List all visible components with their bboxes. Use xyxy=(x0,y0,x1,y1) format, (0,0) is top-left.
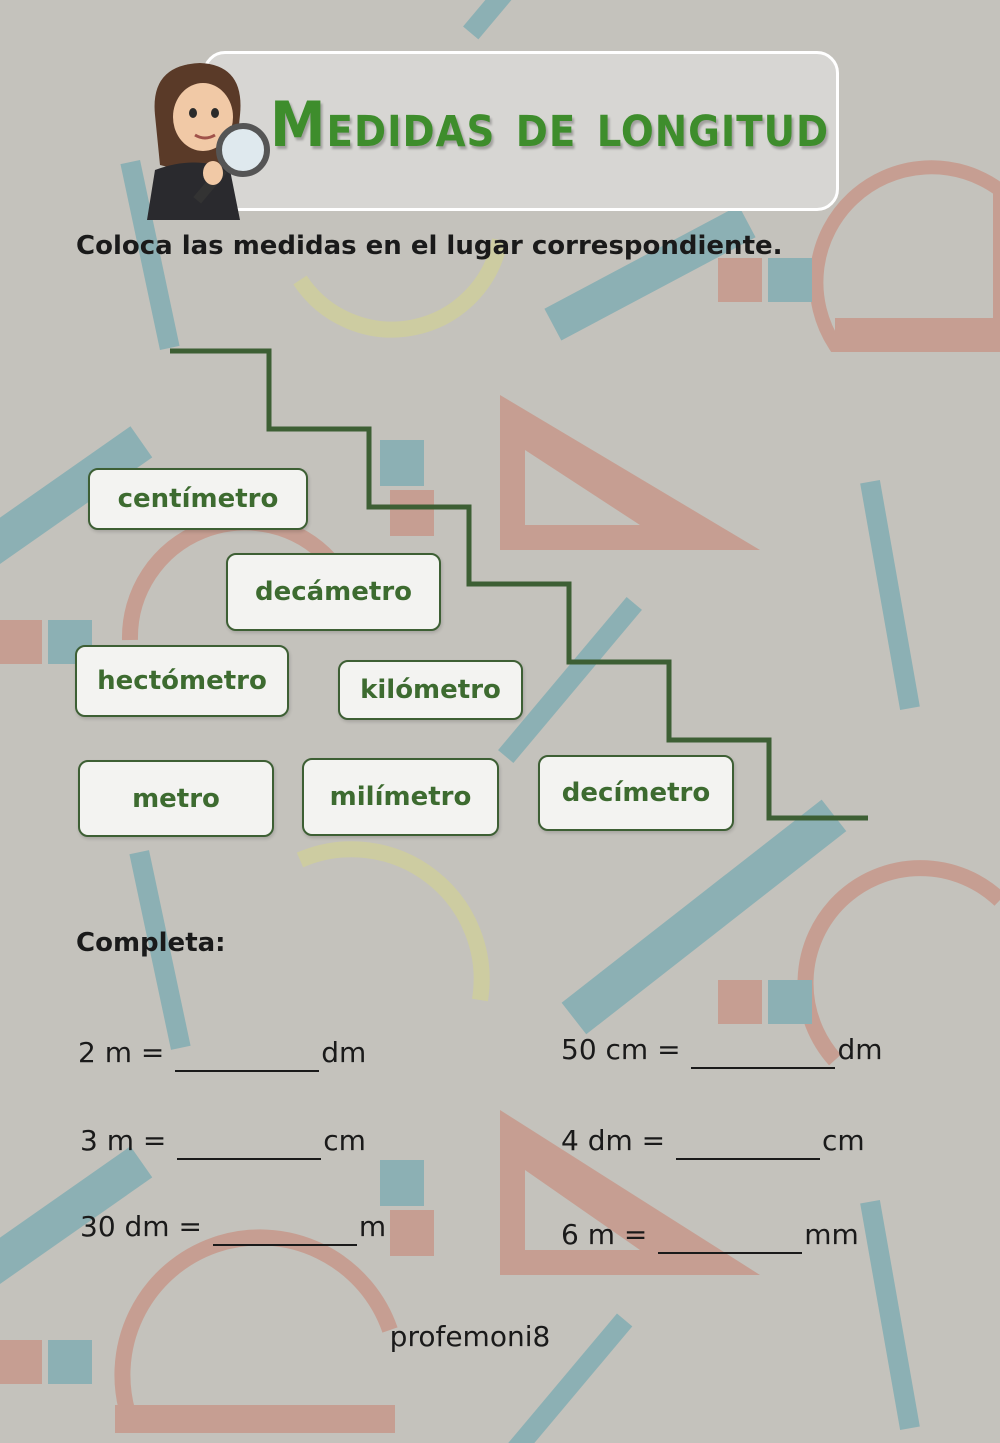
protractor-icon xyxy=(293,238,508,338)
exercise-left: 50 cm = xyxy=(561,1033,681,1066)
exercise-6: 6 m = mm xyxy=(561,1218,859,1254)
exercise-left: 2 m = xyxy=(78,1036,165,1069)
exercise-left: 30 dm = xyxy=(80,1210,202,1243)
eraser-icon xyxy=(380,440,424,486)
eraser-icon xyxy=(768,980,812,1024)
protractor-icon xyxy=(809,160,1000,352)
exercise-left: 6 m = xyxy=(561,1218,648,1251)
answer-field[interactable] xyxy=(177,1126,322,1160)
word-card-decametro[interactable]: decámetro xyxy=(226,553,441,631)
exercise-left: 4 dm = xyxy=(561,1124,666,1157)
eraser-icon xyxy=(718,980,762,1024)
eraser-icon xyxy=(768,258,812,302)
complete-section-title: Completa: xyxy=(76,928,226,958)
eraser-icon xyxy=(718,258,762,302)
eraser-icon xyxy=(390,1210,434,1256)
word-card-hectometro[interactable]: hectómetro xyxy=(75,645,289,717)
pencil-icon xyxy=(129,850,191,1050)
exercise-3: 3 m = cm xyxy=(80,1124,366,1160)
word-card-decimetro[interactable]: decímetro xyxy=(538,755,734,831)
pencil-icon xyxy=(860,480,920,710)
eraser-icon xyxy=(390,490,434,536)
exercise-2: 50 cm = dm xyxy=(561,1033,883,1069)
author-credit: profemoni8 xyxy=(389,1320,551,1353)
page-title: Medidas de longitud xyxy=(270,88,830,161)
eraser-icon xyxy=(0,620,42,664)
answer-field[interactable] xyxy=(175,1038,320,1072)
eraser-icon xyxy=(0,1340,42,1384)
exercise-left: 3 m = xyxy=(80,1124,167,1157)
word-card-milimetro[interactable]: milímetro xyxy=(302,758,499,836)
exercise-unit: dm xyxy=(321,1036,367,1069)
pencil-icon xyxy=(120,159,180,351)
exercise-5: 30 dm = m xyxy=(80,1210,386,1246)
pencil-icon xyxy=(860,1200,920,1430)
exercise-4: 4 dm = cm xyxy=(561,1124,865,1160)
protractor-icon xyxy=(797,860,1000,1066)
protractor-icon xyxy=(296,841,490,1002)
answer-field[interactable] xyxy=(676,1126,821,1160)
answer-field[interactable] xyxy=(691,1035,836,1069)
ruler-icon xyxy=(544,205,756,341)
pencil-icon xyxy=(463,0,517,40)
word-card-metro[interactable]: metro xyxy=(78,760,274,837)
exercise-unit: dm xyxy=(837,1033,883,1066)
exercise-unit: m xyxy=(358,1210,387,1243)
girl-with-magnifier-avatar xyxy=(147,63,270,220)
word-card-centimetro[interactable]: centímetro xyxy=(88,468,308,530)
exercise-unit: cm xyxy=(323,1124,366,1157)
eraser-icon xyxy=(48,1340,92,1384)
answer-field[interactable] xyxy=(212,1212,357,1246)
answer-field[interactable] xyxy=(658,1220,803,1254)
exercise-unit: mm xyxy=(804,1218,859,1251)
pencil-icon xyxy=(507,1313,633,1443)
title-banner xyxy=(203,51,839,211)
ruler-icon xyxy=(0,1146,153,1293)
eraser-icon xyxy=(380,1160,424,1206)
set-square-icon xyxy=(500,395,760,550)
exercise-unit: cm xyxy=(822,1124,865,1157)
ruler-icon xyxy=(0,426,153,573)
instruction-text: Coloca las medidas en el lugar correspon… xyxy=(76,231,783,261)
ruler-icon xyxy=(561,799,847,1035)
exercise-1: 2 m = dm xyxy=(78,1036,366,1072)
word-card-kilometro[interactable]: kilómetro xyxy=(338,660,523,720)
ruler-icon xyxy=(835,318,1000,346)
